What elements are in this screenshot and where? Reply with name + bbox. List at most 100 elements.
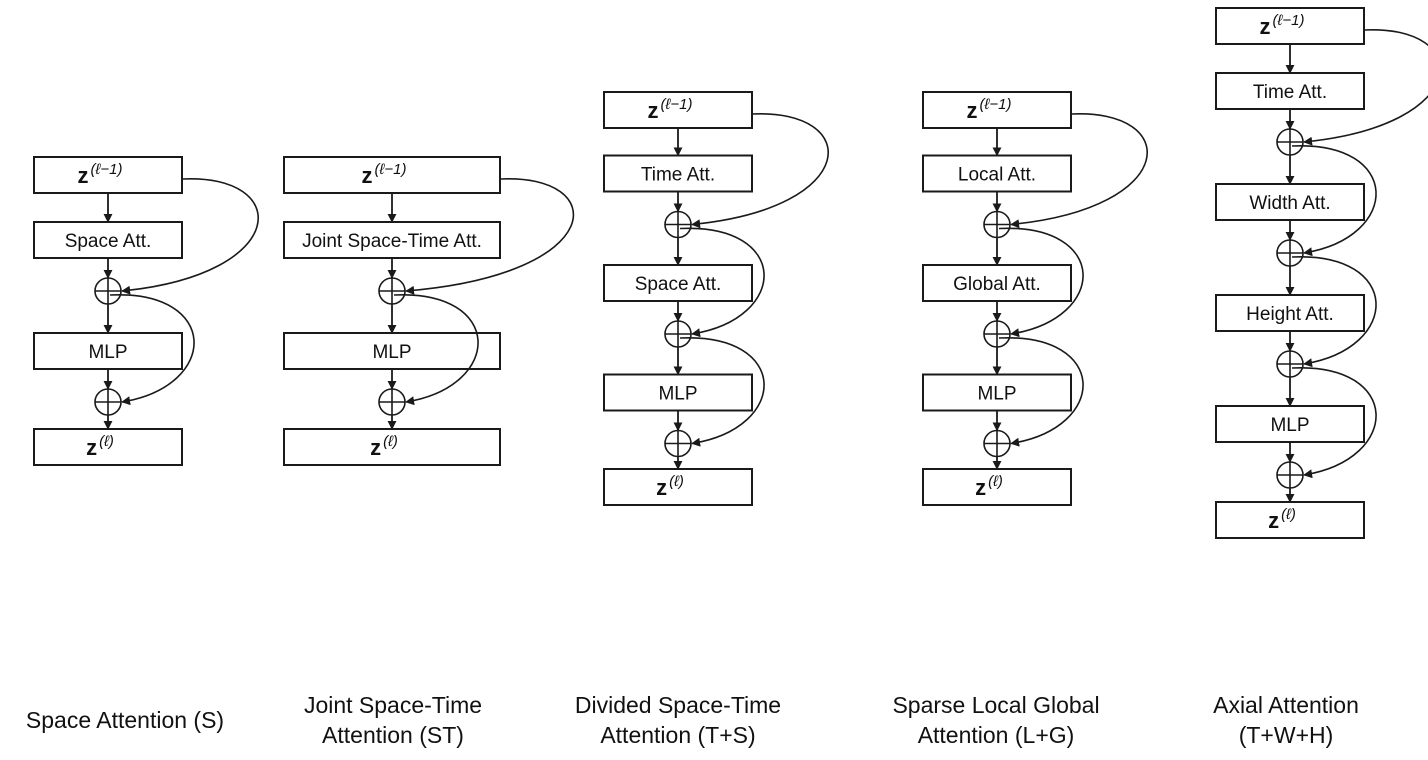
block-label: Time Att. xyxy=(641,165,715,186)
caption-line: Attention (L+G) xyxy=(917,722,1075,748)
skip-connection-arrow xyxy=(679,337,765,447)
block-mlp: MLP xyxy=(33,332,183,370)
input-box: z(ℓ−1) xyxy=(603,91,753,129)
z-symbol: z xyxy=(656,475,667,500)
residual-add-icon xyxy=(664,429,692,458)
superscript: (ℓ−1) xyxy=(661,96,693,113)
caption-line: Joint Space-Time xyxy=(303,692,483,718)
block-label: MLP xyxy=(1270,415,1309,436)
block-label: Global Att. xyxy=(953,274,1041,295)
output-embedding-label: z(ℓ) xyxy=(975,473,1003,500)
input-box: z(ℓ−1) xyxy=(33,156,183,194)
input-embedding-label: z(ℓ−1) xyxy=(78,161,123,188)
block-label: Time Att. xyxy=(1253,82,1327,103)
skip-connection-arrow xyxy=(393,294,479,406)
skip-connection-arrow xyxy=(1291,256,1377,368)
block-label: Local Att. xyxy=(958,165,1036,186)
block-label: MLP xyxy=(88,342,127,363)
z-symbol: z xyxy=(1268,508,1279,533)
residual-add-icon xyxy=(664,320,692,348)
block-time-att: Time Att. xyxy=(1215,72,1365,110)
z-symbol: z xyxy=(648,98,659,123)
caption-divided: Divided Space-Time Attention (T+S) xyxy=(553,690,803,750)
residual-add-icon xyxy=(983,210,1011,239)
residual-add-icon xyxy=(94,388,122,416)
caption-line: Divided Space-Time xyxy=(574,692,782,718)
input-box: z(ℓ−1) xyxy=(283,156,501,194)
output-box: z(ℓ) xyxy=(922,468,1072,506)
superscript: (ℓ−1) xyxy=(1273,12,1305,29)
residual-add-icon xyxy=(378,277,406,305)
skip-connection-arrow xyxy=(998,337,1084,447)
block-global-att: Global Att. xyxy=(922,264,1072,302)
block-label: Joint Space-Time Att. xyxy=(302,231,482,252)
block-label: MLP xyxy=(372,342,411,363)
skip-connection-arrow xyxy=(679,227,765,338)
caption-line: (T+W+H) xyxy=(1238,722,1334,748)
skip-connection-arrow xyxy=(1291,367,1377,479)
z-symbol: z xyxy=(78,163,89,188)
output-box: z(ℓ) xyxy=(283,428,501,466)
caption-line: Space Attention (S) xyxy=(25,707,225,733)
caption-sparse: Sparse Local Global Attention (L+G) xyxy=(871,690,1121,750)
caption-line: Axial Attention xyxy=(1213,692,1359,718)
z-symbol: z xyxy=(370,435,381,460)
block-time-att: Time Att. xyxy=(603,154,753,193)
input-embedding-label: z(ℓ−1) xyxy=(648,96,693,123)
skip-connection-arrow xyxy=(1010,113,1149,229)
block-mlp: MLP xyxy=(283,332,501,370)
superscript: (ℓ) xyxy=(988,473,1003,490)
block-label: Space Att. xyxy=(635,274,722,295)
output-box: z(ℓ) xyxy=(1215,501,1365,539)
block-space-att: Space Att. xyxy=(603,264,753,302)
residual-add-icon xyxy=(1276,128,1304,156)
skip-connection-arrow xyxy=(1303,29,1428,146)
caption-joint: Joint Space-Time Attention (ST) xyxy=(268,690,518,750)
residual-add-icon xyxy=(664,210,692,239)
block-joint-space-time-att: Joint Space-Time Att. xyxy=(283,221,501,259)
block-label: Height Att. xyxy=(1246,304,1334,325)
superscript: (ℓ) xyxy=(99,433,114,450)
input-box: z(ℓ−1) xyxy=(1215,7,1365,45)
input-embedding-label: z(ℓ−1) xyxy=(1260,12,1305,39)
output-embedding-label: z(ℓ) xyxy=(1268,506,1296,533)
block-width-att: Width Att. xyxy=(1215,183,1365,221)
block-mlp: MLP xyxy=(1215,405,1365,443)
caption-line: Sparse Local Global xyxy=(892,692,1100,718)
block-label: Width Att. xyxy=(1249,193,1330,214)
caption-axial: Axial Attention (T+W+H) xyxy=(1161,690,1411,750)
output-box: z(ℓ) xyxy=(33,428,183,466)
input-embedding-label: z(ℓ−1) xyxy=(362,161,407,188)
residual-add-icon xyxy=(1276,239,1304,267)
skip-connection-arrow xyxy=(109,294,195,406)
z-symbol: z xyxy=(1260,14,1271,39)
skip-connection-arrow xyxy=(998,227,1084,338)
z-symbol: z xyxy=(362,163,373,188)
output-embedding-label: z(ℓ) xyxy=(86,433,114,460)
residual-add-icon xyxy=(94,277,122,305)
skip-connection-arrow xyxy=(1291,145,1377,257)
z-symbol: z xyxy=(967,98,978,123)
block-label: MLP xyxy=(658,384,697,405)
superscript: (ℓ) xyxy=(669,473,684,490)
input-embedding-label: z(ℓ−1) xyxy=(967,96,1012,123)
output-embedding-label: z(ℓ) xyxy=(656,473,684,500)
z-symbol: z xyxy=(86,435,97,460)
residual-add-icon xyxy=(378,388,406,416)
block-label: MLP xyxy=(977,384,1016,405)
block-space-att: Space Att. xyxy=(33,221,183,259)
block-mlp: MLP xyxy=(603,373,753,412)
superscript: (ℓ) xyxy=(1281,506,1296,523)
output-box: z(ℓ) xyxy=(603,468,753,506)
input-box: z(ℓ−1) xyxy=(922,91,1072,129)
superscript: (ℓ−1) xyxy=(91,161,123,178)
block-height-att: Height Att. xyxy=(1215,294,1365,332)
block-label: Space Att. xyxy=(65,231,152,252)
skip-connection-arrow xyxy=(691,113,830,229)
superscript: (ℓ−1) xyxy=(980,96,1012,113)
block-local-att: Local Att. xyxy=(922,154,1072,193)
residual-add-icon xyxy=(983,429,1011,458)
block-mlp: MLP xyxy=(922,373,1072,412)
skip-connection-arrow xyxy=(405,178,575,295)
